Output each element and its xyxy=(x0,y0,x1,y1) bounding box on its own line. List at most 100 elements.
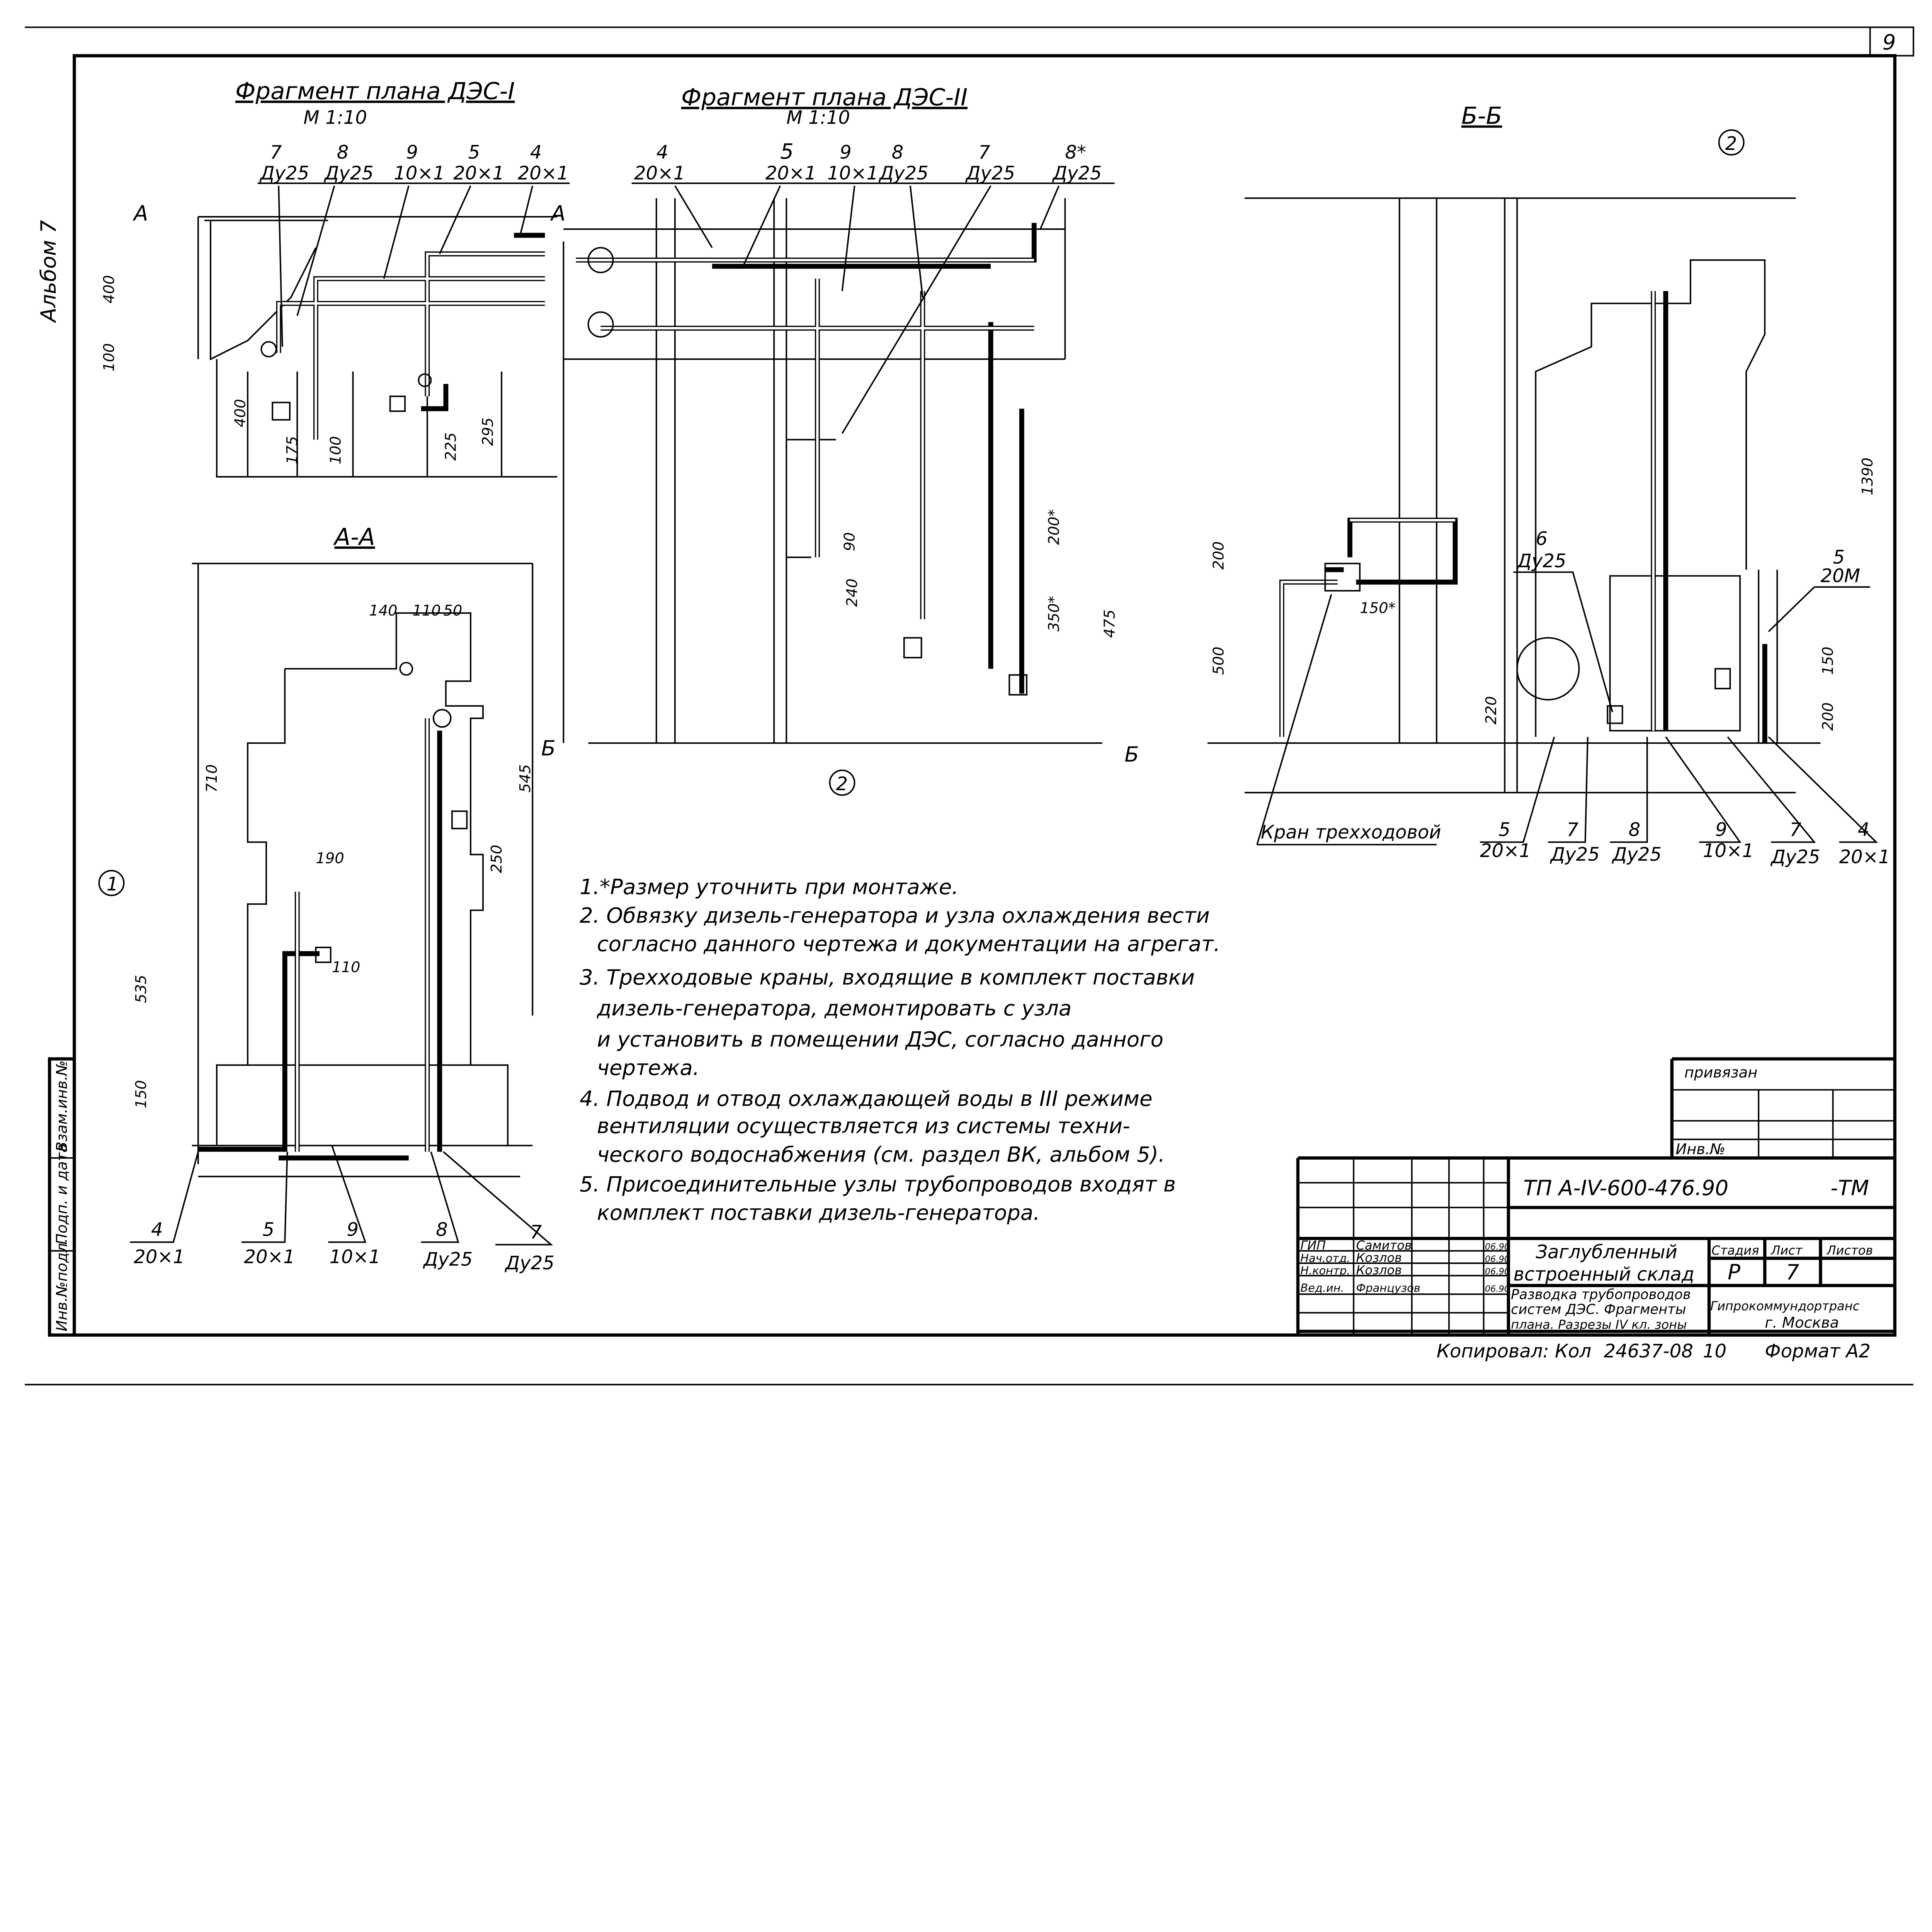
drawing-text: Заглубленный xyxy=(1536,1241,1677,1263)
drawing-text: 400 xyxy=(232,399,249,427)
drawing-text: 295 xyxy=(480,417,497,446)
sheet-frame xyxy=(25,26,1914,1386)
drawing-text: 2 xyxy=(836,773,848,795)
drawing-text: чертежа. xyxy=(597,1055,699,1080)
drawing-text: Ду25 xyxy=(423,1249,473,1270)
drawing-text: 200* xyxy=(1045,509,1063,545)
drawing-text: 710 xyxy=(203,764,221,793)
section-aa-dims: 140 110 50 710 545 250 190 110 535 150 xyxy=(133,602,534,1109)
drawing-text: 500 xyxy=(1210,646,1228,675)
drawing-text: Листов xyxy=(1827,1243,1873,1258)
drawing-text: 150* xyxy=(1360,600,1396,617)
drawing-text: 06.90 xyxy=(1485,1267,1510,1277)
drawing-text: комплект поставки дизель-генератора. xyxy=(597,1200,1040,1225)
drawing-text: 90 xyxy=(841,532,859,551)
document-code: ТП А-IV-600-476.90 xyxy=(1523,1175,1728,1200)
drawing-text: г. Москва xyxy=(1765,1314,1839,1332)
drawing-text: 5. Присоединительные узлы трубопроводов … xyxy=(580,1172,1176,1196)
drawing-text: 190 xyxy=(316,850,344,867)
drawing-text: Козлов xyxy=(1356,1250,1402,1265)
drawing-text: Инв.№ xyxy=(1676,1141,1726,1158)
drawing-text: 20×1 xyxy=(1480,840,1531,862)
drawing-text: 9 xyxy=(1715,819,1727,840)
drawing-text: 535 xyxy=(133,975,150,1003)
drawing-text: 110 xyxy=(332,959,360,976)
drawing-text: Козлов xyxy=(1356,1263,1402,1277)
drawing-text: 8 xyxy=(337,141,349,163)
drawing-text: 20×1 xyxy=(765,163,816,184)
drawing-text: 4. Подвод и отвод охлаждающей воды в III… xyxy=(580,1086,1153,1111)
drawing-text: 7 xyxy=(1789,819,1801,840)
drawing-text: 20×1 xyxy=(518,163,569,184)
drawing-text: Лист xyxy=(1770,1243,1803,1258)
section-b-b: Б-Б 2 200 500 150* 220 1390 150 200 Кран… xyxy=(1207,102,1890,868)
drawing-text: Ду25 xyxy=(505,1252,554,1274)
drawing-text: 10×1 xyxy=(827,163,878,184)
drawing-text: 545 xyxy=(517,764,534,793)
drawing-text: 1390 xyxy=(1859,457,1876,495)
drawing-text: Ду25 xyxy=(324,163,374,184)
drawing-text: Ду25 xyxy=(1770,846,1820,868)
drawing-text: 20×1 xyxy=(634,163,685,184)
drawing-text: 1.*Размер уточнить при монтаже. xyxy=(580,874,958,899)
drawing-text: 10×1 xyxy=(1703,840,1754,862)
plan1-scale: М 1:10 xyxy=(303,107,367,129)
drawing-text: Б xyxy=(1124,742,1139,767)
section-bb-title: Б-Б xyxy=(1461,102,1502,130)
drawing-text: плана. Разрезы IV кл. зоны xyxy=(1511,1317,1687,1332)
axis-marker-2b xyxy=(1718,129,1745,156)
drawing-text: 175 xyxy=(284,436,301,464)
drawing-text: Ду25 xyxy=(1612,844,1662,866)
drawing-text: А xyxy=(550,201,565,226)
drawing-text: 5 xyxy=(1498,819,1510,840)
drawing-text: 240 xyxy=(844,578,861,607)
drawing-text: 5 xyxy=(1833,546,1845,568)
drawing-text: Копировал: Кол xyxy=(1437,1340,1591,1362)
drawing-text: 100 xyxy=(100,343,118,371)
sheet-value: 7 xyxy=(1786,1260,1799,1284)
drawing-text: Ду25 xyxy=(1516,550,1566,572)
drawing-text: Взам.инв.№ xyxy=(53,1060,71,1152)
drawing-text: Б xyxy=(541,736,556,760)
drawing-text: Ду25 xyxy=(965,163,1015,184)
drawing-text: Разводка трубопроводов xyxy=(1511,1287,1691,1303)
drawing-text: Гипрокоммундортранс xyxy=(1710,1299,1860,1313)
drawing-text: 6 xyxy=(1536,528,1548,549)
drawing-text: 50 xyxy=(443,602,462,619)
drawing-text: Н.контр. xyxy=(1300,1264,1350,1277)
drawing-text: 100 xyxy=(327,436,344,464)
drawing-text: А xyxy=(133,201,148,226)
drawing-text: 200 xyxy=(1820,702,1837,731)
plan2-scale: М 1:10 xyxy=(786,107,850,129)
drawing-text: 150 xyxy=(1820,646,1837,675)
drawing-text: Подп. и дата xyxy=(53,1143,71,1245)
drawing-text: Формат А2 xyxy=(1765,1340,1871,1362)
section-aa-title: А-А xyxy=(333,523,375,551)
drawing-text: 20×1 xyxy=(134,1246,185,1268)
drawing-text: 10×1 xyxy=(330,1246,381,1268)
binding-block: привязан Инв.№ xyxy=(1670,1057,1895,1158)
drawing-text: 7 xyxy=(270,141,282,163)
drawing-text: 250 xyxy=(488,845,505,873)
plan1-dims: 400 100 400 175 100 225 295 xyxy=(100,275,497,464)
drawing-text: Самитов xyxy=(1356,1238,1412,1253)
drawing-text: 10 xyxy=(1703,1340,1726,1362)
drawing-text: 20×1 xyxy=(1839,846,1890,868)
drawing-text: Ду25 xyxy=(1550,844,1600,866)
plan1-title: Фрагмент плана ДЭС-I xyxy=(235,77,515,105)
drawing-text: 140 xyxy=(369,602,397,619)
drawing-text: 350* xyxy=(1045,596,1063,632)
drawing-text: 8 xyxy=(892,141,904,163)
side-stamp: Инв.№подл. Подп. и дата Взам.инв.№ xyxy=(48,1057,76,1337)
drawing-text: Ду25 xyxy=(259,163,309,184)
drawing-text: 20М xyxy=(1821,565,1861,587)
drawing-text: Нач.отд. xyxy=(1300,1252,1350,1265)
drawing-text: 4 xyxy=(151,1219,163,1241)
drawing-text: 475 xyxy=(1101,609,1119,638)
